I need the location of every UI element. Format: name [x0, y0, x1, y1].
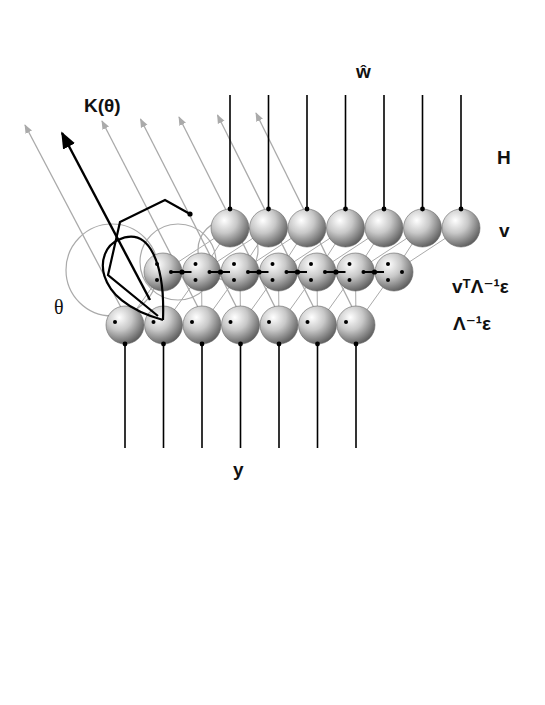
wire-dot	[459, 207, 464, 212]
output-wire	[345, 95, 347, 209]
unit-dot	[267, 320, 271, 324]
unit-dot	[309, 262, 313, 266]
unit-sphere	[183, 306, 221, 344]
wire-dot	[266, 207, 271, 212]
output-wire	[306, 95, 308, 209]
output-wire	[268, 95, 270, 209]
unit-dot	[348, 262, 352, 266]
unit-dot	[306, 320, 310, 324]
wire-dot	[305, 207, 310, 212]
unit-dot	[295, 269, 300, 274]
unit-sphere	[404, 209, 442, 247]
wire-dot	[277, 342, 282, 347]
input-wire	[163, 344, 165, 448]
unit-sphere	[442, 209, 480, 247]
unit-dot	[271, 278, 275, 282]
output-wire	[229, 95, 231, 209]
row-label: vᵀΛ⁻¹ε	[452, 277, 509, 296]
input-wire	[317, 344, 319, 448]
wire-dot	[238, 342, 243, 347]
unit-dot	[190, 320, 194, 324]
wire-dot	[228, 207, 233, 212]
kernel-label: K(θ)	[84, 96, 121, 115]
unit-dot	[400, 270, 404, 274]
unit-dot	[179, 269, 184, 274]
wire-dot	[315, 342, 320, 347]
input-wire	[124, 344, 126, 448]
unit-dot	[232, 262, 236, 266]
unit-sphere	[299, 306, 337, 344]
unit-dot	[152, 320, 156, 324]
wire-dot	[343, 207, 348, 212]
wire-dot	[161, 342, 166, 347]
angle-label: θ	[54, 297, 64, 317]
wire-dot	[382, 207, 387, 212]
wire-dot	[354, 342, 359, 347]
unit-dot	[271, 262, 275, 266]
unit-dot	[155, 278, 159, 282]
input-wire	[278, 344, 280, 448]
unit-dot	[194, 262, 198, 266]
unit-sphere	[222, 306, 260, 344]
unit-sphere	[250, 209, 288, 247]
unit-dot	[155, 262, 159, 266]
input-label: y	[233, 460, 244, 479]
unit-sphere	[327, 209, 365, 247]
row-label: Λ⁻¹ε	[453, 314, 491, 333]
unit-dot	[344, 320, 348, 324]
unit-dot	[333, 269, 338, 274]
row-label: v	[499, 221, 510, 240]
unit-sphere	[288, 209, 326, 247]
output-wire	[460, 95, 462, 209]
matrix-label: H	[497, 148, 511, 167]
unit-dot	[309, 278, 313, 282]
unit-sphere	[337, 306, 375, 344]
output-wire	[383, 95, 385, 209]
unit-sphere	[211, 209, 249, 247]
unit-dot	[187, 211, 192, 216]
input-wire	[201, 344, 203, 448]
unit-dot	[386, 278, 390, 282]
wire-dot	[123, 342, 128, 347]
unit-dot	[256, 269, 261, 274]
unit-sphere	[365, 209, 403, 247]
unit-dot	[386, 262, 390, 266]
wire-dot	[420, 207, 425, 212]
unit-dot	[218, 269, 223, 274]
unit-dot	[372, 269, 377, 274]
output-label: ŵ	[356, 62, 371, 81]
unit-dot	[232, 278, 236, 282]
unit-dot	[229, 320, 233, 324]
unit-dot	[194, 278, 198, 282]
output-wire	[422, 95, 424, 209]
input-wire	[240, 344, 242, 448]
unit-sphere	[260, 306, 298, 344]
wire-dot	[200, 342, 205, 347]
gray-arrow	[102, 121, 202, 315]
input-wire	[355, 344, 357, 448]
unit-dot	[113, 320, 117, 324]
unit-dot	[348, 278, 352, 282]
